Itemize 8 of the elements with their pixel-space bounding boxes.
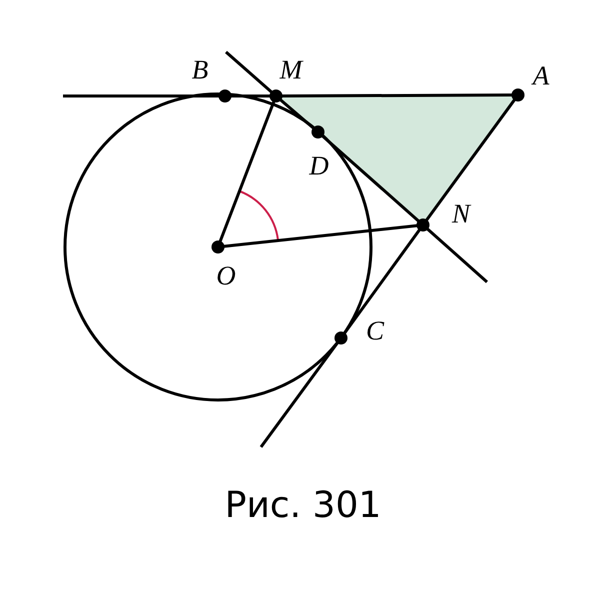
point-label: N bbox=[452, 200, 470, 228]
point-label: B bbox=[192, 56, 208, 84]
point-label: O bbox=[216, 262, 236, 290]
figure-caption: Рис. 301 bbox=[224, 488, 382, 524]
point-label: C bbox=[366, 318, 384, 344]
point-label: A bbox=[532, 62, 550, 90]
point-label: M bbox=[280, 56, 302, 84]
point-label: D bbox=[309, 152, 329, 180]
